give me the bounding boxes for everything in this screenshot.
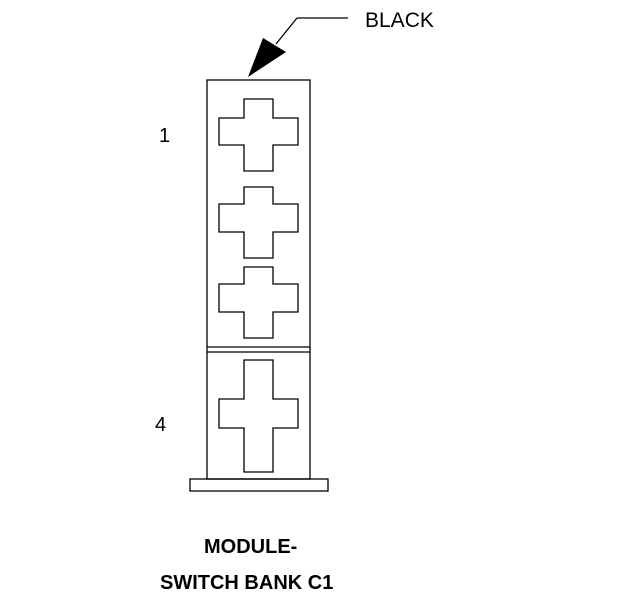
callout-arrow	[248, 17, 348, 77]
arrowhead	[248, 38, 286, 77]
callout-label: BLACK	[365, 9, 434, 32]
connector-base	[189, 478, 329, 492]
cavity-3	[218, 266, 299, 339]
cavity-1	[218, 98, 299, 172]
connector-body	[189, 79, 329, 492]
cavity-2	[218, 186, 299, 259]
pin-label-bottom: 4	[155, 414, 167, 436]
diagram-title-line-1: MODULE-	[204, 536, 298, 558]
pin-label-top: 1	[159, 125, 171, 147]
cavity-4	[218, 359, 299, 473]
diagram-title-line-2: SWITCH BANK C1	[160, 572, 334, 594]
